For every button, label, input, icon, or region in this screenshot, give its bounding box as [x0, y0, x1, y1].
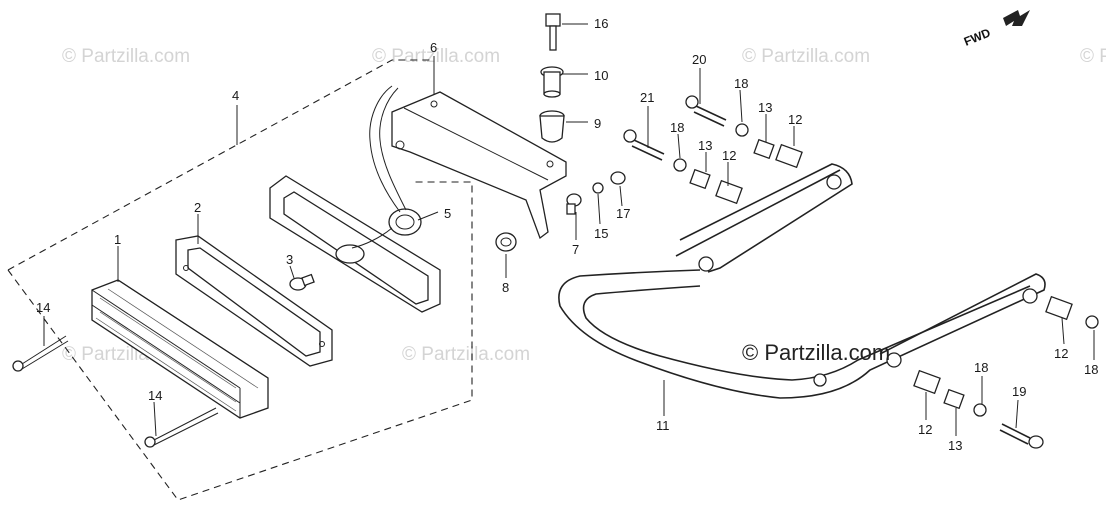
washer-18d — [973, 403, 987, 417]
screw-14b — [144, 407, 219, 448]
callout-15: 15 — [594, 226, 608, 241]
lens-part — [91, 279, 269, 419]
bolt-21 — [623, 129, 665, 161]
callout-7: 7 — [572, 242, 579, 257]
callout-17: 17 — [616, 206, 630, 221]
callout-12-lower: 12 — [918, 422, 932, 437]
watermark-2: © Partzilla.com — [372, 46, 500, 67]
callout-14-left: 14 — [36, 300, 50, 315]
callout-9: 9 — [594, 116, 601, 131]
callout-3: 3 — [286, 252, 293, 267]
collar-12d — [913, 369, 941, 395]
callout-18-lower: 18 — [974, 360, 988, 375]
callout-11: 11 — [656, 418, 670, 433]
collar-10 — [540, 66, 564, 98]
bulb-part — [289, 273, 315, 291]
collar-12a — [715, 179, 743, 205]
washer-18b — [735, 123, 749, 137]
collar-13b — [753, 138, 775, 160]
washer-18c — [1085, 315, 1099, 329]
wire-harness — [369, 85, 401, 213]
assembly-boundary — [7, 59, 473, 501]
bolt-16 — [545, 13, 561, 51]
callout-16: 16 — [594, 16, 608, 31]
callout-10: 10 — [594, 68, 608, 83]
watermark-6: © Partzilla.com — [402, 344, 530, 365]
callout-2: 2 — [194, 200, 201, 215]
collar-13c — [943, 388, 965, 410]
callout-13-mid: 13 — [698, 138, 712, 153]
collar-13a — [689, 168, 711, 190]
bracket-part — [391, 91, 567, 240]
grommet-part — [495, 232, 517, 252]
bolt-19 — [999, 423, 1044, 449]
watermark-4: © Partzilla.com — [1080, 46, 1106, 67]
callout-20: 20 — [692, 52, 706, 67]
watermark-3: © Partzilla.com — [742, 46, 870, 67]
nut-17 — [610, 171, 626, 185]
callout-19: 19 — [1012, 384, 1026, 399]
callout-6: 6 — [430, 40, 437, 55]
screw-14a — [12, 335, 69, 372]
rear-guard-part — [558, 163, 1046, 399]
washer-15 — [592, 182, 604, 194]
callout-12-right: 12 — [1054, 346, 1068, 361]
lamp-housing-part — [269, 175, 441, 313]
callout-21: 21 — [640, 90, 654, 105]
fwd-label: FWD — [962, 25, 993, 48]
bolt-20 — [685, 95, 727, 127]
callouts: 1 2 3 4 5 6 7 8 9 10 11 12 12 12 12 13 1… — [36, 16, 1098, 453]
callout-1: 1 — [114, 232, 121, 247]
callout-12-mid: 12 — [722, 148, 736, 163]
collar-12c — [1045, 295, 1073, 321]
main-watermark: © Partzilla.com — [742, 340, 890, 365]
callout-18-mid: 18 — [670, 120, 684, 135]
leader-lines — [43, 23, 1095, 437]
rubber-9 — [539, 110, 565, 143]
collar-12b — [775, 143, 803, 169]
callout-8: 8 — [502, 280, 509, 295]
fwd-arrow-icon: FWD — [962, 10, 1030, 49]
callout-13-lower: 13 — [948, 438, 962, 453]
callout-18-right: 18 — [1084, 362, 1098, 377]
callout-5: 5 — [444, 206, 451, 221]
washer-18a — [673, 158, 687, 172]
callout-4: 4 — [232, 88, 239, 103]
watermarks: © Partzilla.com © Partzilla.com © Partzi… — [62, 46, 1106, 365]
callout-13-upper: 13 — [758, 100, 772, 115]
callout-18-upper: 18 — [734, 76, 748, 91]
watermark-1: © Partzilla.com — [62, 46, 190, 67]
callout-14-lower: 14 — [148, 388, 162, 403]
callout-12-upper: 12 — [788, 112, 802, 127]
bolt-7 — [566, 193, 582, 215]
